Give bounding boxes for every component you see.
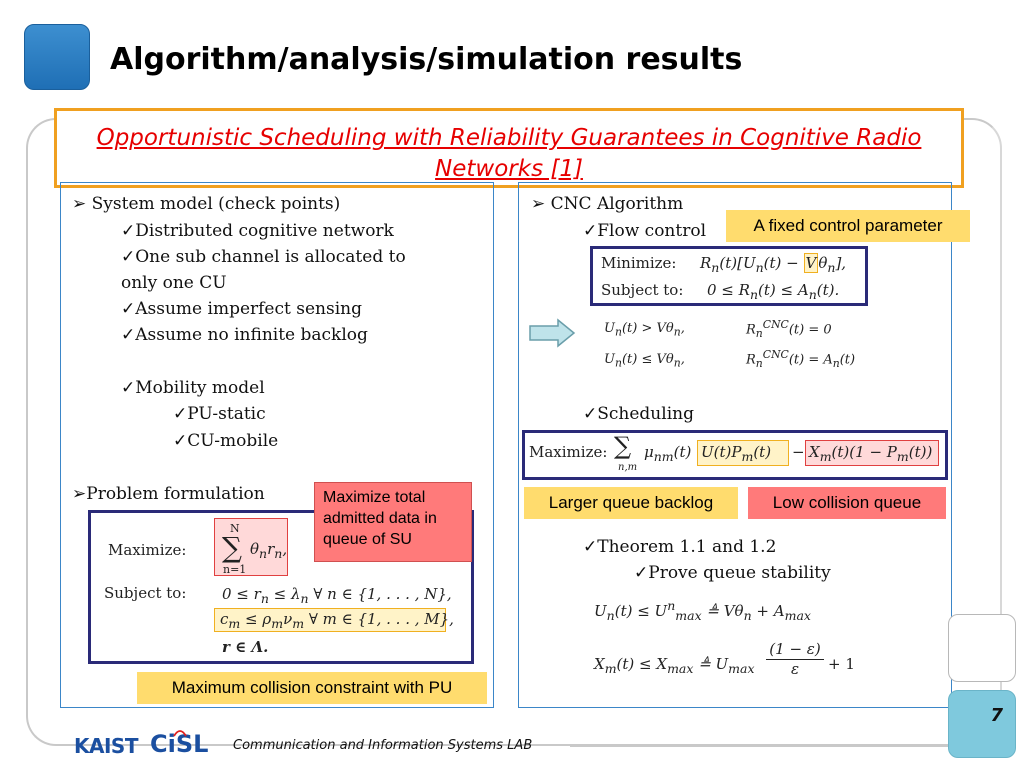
check-item-continued: only one CU — [121, 273, 227, 293]
scheduling-sum-symbol: ∑ — [614, 432, 632, 460]
flow-minimize-label: Minimize: — [601, 254, 677, 272]
check-item: ✓One sub channel is allocated to — [121, 247, 406, 267]
arrow-bullet-icon: ➢ — [531, 194, 551, 214]
minus-sign: − — [792, 443, 805, 461]
rule-upper-condition: Un(t) > Vθn, — [604, 321, 685, 339]
right-panel — [518, 182, 952, 708]
cisl-signal-icon — [173, 730, 187, 737]
footer-lab-name: Communication and Information Systems LA… — [233, 738, 533, 753]
check-item: ✓Assume no infinite backlog — [121, 325, 368, 345]
maximize-callout: Maximize total admitted data in queue of… — [314, 482, 472, 562]
collision-constraint: cm ≤ ρmνm ∀ m ∈ {1, . . . , M}, — [220, 610, 454, 631]
objective-highlight — [214, 518, 288, 576]
objective-expression: θnrn, — [250, 540, 288, 561]
scheduling-sum-index: n,m — [618, 462, 638, 473]
collision-term: Xm(t)(1 − Pm(t)) — [805, 440, 939, 466]
flow-control: ✓Flow control — [583, 221, 707, 241]
mobility-item: ✓CU-mobile — [173, 431, 279, 451]
queue-bound-u: Un(t) ≤ Unmax ≜ Vθn + Amax — [594, 598, 811, 623]
rate-region-constraint: r ∈ Λ. — [222, 638, 269, 656]
subtitle-link[interactable]: Opportunistic Scheduling with Reliabilit… — [96, 125, 922, 182]
scheduling-maximize-label: Maximize: — [529, 443, 608, 461]
check-item: ✓Assume imperfect sensing — [121, 299, 362, 319]
scheduling-weight: μnm(t) — [644, 443, 692, 464]
bound-fraction: (1 − ε) ε — [766, 640, 824, 678]
flow-formula-box — [590, 246, 868, 306]
sum-symbol: ∑ — [222, 531, 242, 564]
mobility-item: ✓PU-static — [173, 404, 266, 424]
page-number: 7 — [990, 705, 1003, 726]
rate-constraint: 0 ≤ rn ≤ λn ∀ n ∈ {1, . . . , N}, — [222, 585, 452, 606]
scheduling-formula-box — [522, 430, 948, 480]
page-number-box: 7 — [948, 690, 1016, 758]
queue-bound-x: Xm(t) ≤ Xmax ≜ Umax — [594, 655, 755, 676]
sum-upper: N — [230, 522, 240, 535]
sum-lower: n=1 — [223, 563, 247, 576]
kaist-logo: KAIST — [74, 734, 138, 758]
rule-lower-result: RnCNC(t) = An(t) — [746, 348, 856, 370]
problem-formula-box — [88, 510, 474, 664]
backlog-term: U(t)Pm(t) — [697, 440, 789, 466]
left-panel — [60, 182, 494, 708]
collision-callout: Maximum collision constraint with PU — [137, 672, 487, 704]
subject-label: Subject to: — [104, 584, 187, 602]
subtitle-box: Opportunistic Scheduling with Reliabilit… — [54, 108, 964, 188]
bound-plus-one: + 1 — [828, 655, 855, 673]
flow-subject-label: Subject to: — [601, 281, 684, 299]
rule-upper-result: RnCNC(t) = 0 — [746, 318, 832, 340]
right-arrow-icon — [529, 318, 576, 348]
mobility-model: ✓Mobility model — [121, 378, 265, 398]
placeholder-box — [948, 614, 1016, 682]
cnc-heading: ➢ CNC Algorithm — [531, 194, 684, 214]
system-model-heading: ➢ System model (check points) — [72, 194, 341, 214]
problem-formulation: ➢Problem formulation — [72, 484, 265, 504]
maximize-label: Maximize: — [108, 541, 187, 559]
header-logo-square — [24, 24, 90, 90]
fixed-parameter-callout: A fixed control parameter — [726, 210, 970, 242]
arrow-bullet-icon: ➢ — [72, 484, 87, 504]
scheduling: ✓Scheduling — [583, 404, 694, 424]
arrow-bullet-icon: ➢ — [72, 194, 92, 214]
collision-constraint-highlight — [214, 608, 446, 632]
check-item: ✓Distributed cognitive network — [121, 221, 394, 241]
footer-divider — [570, 745, 990, 747]
flow-constraint: 0 ≤ Rn(t) ≤ An(t). — [707, 281, 840, 302]
larger-backlog-callout: Larger queue backlog — [524, 487, 738, 519]
rule-lower-condition: Un(t) ≤ Vθn, — [604, 352, 685, 370]
low-collision-callout: Low collision queue — [748, 487, 946, 519]
theorem: ✓Theorem 1.1 and 1.2 — [583, 537, 777, 557]
slide-title: Algorithm/analysis/simulation results — [110, 42, 743, 77]
prove-stability: ✓Prove queue stability — [634, 563, 831, 583]
cisl-logo: CiSL — [150, 730, 209, 758]
